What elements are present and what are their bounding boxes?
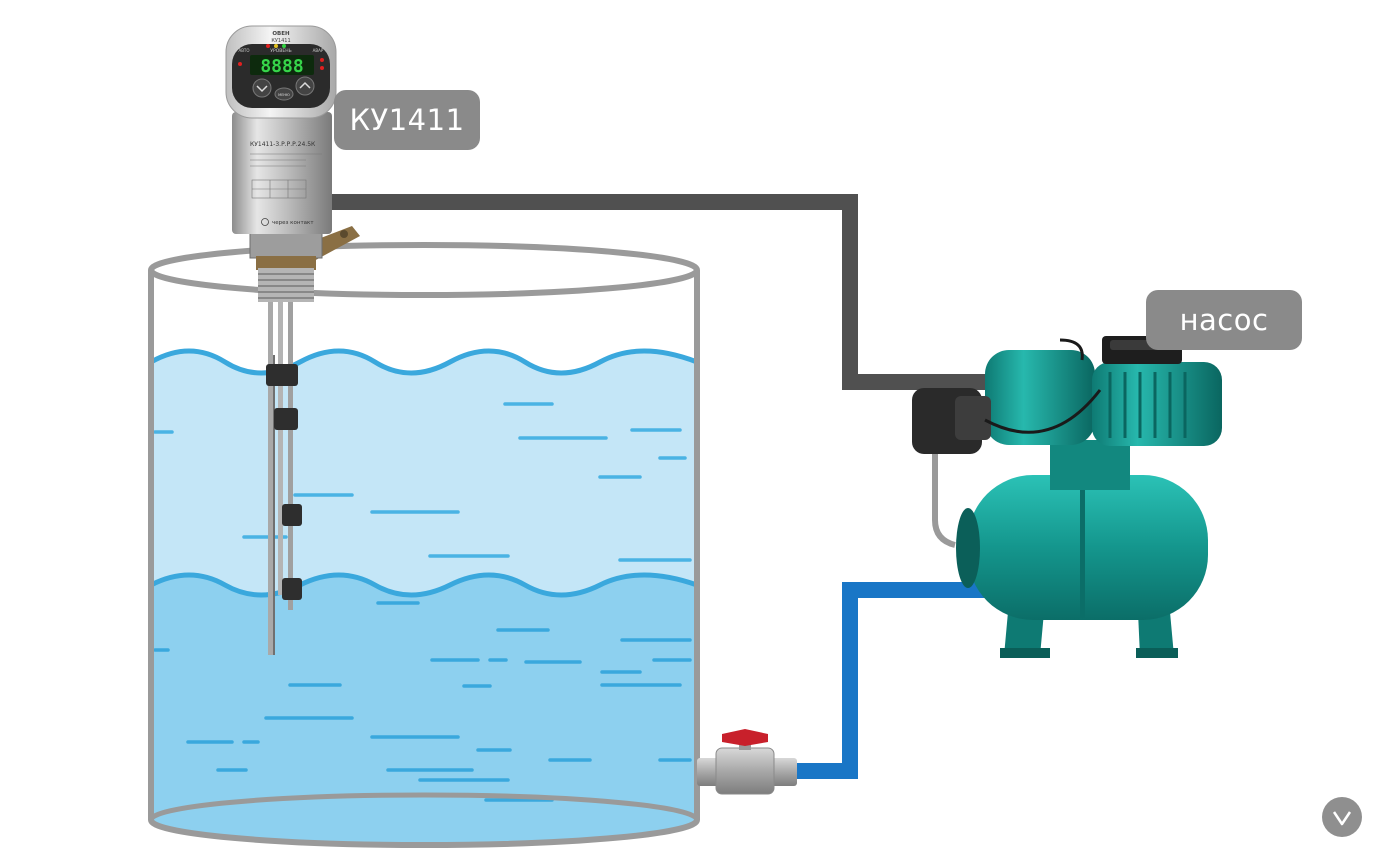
sensor-indicator-left: АВТО [238, 48, 249, 53]
ball-valve [697, 729, 797, 795]
signal-cable [330, 194, 985, 390]
sensor-display-value: 8888 [260, 56, 303, 77]
sensor-label: КУ1411 [334, 90, 480, 150]
level-sensor: 8888 ОВЕН КУ1411 УРОВЕНЬ АВТО АВАР МЕНЮ … [225, 25, 360, 302]
level-probe [266, 300, 302, 655]
water-ripples-lower [153, 601, 692, 802]
led-red [266, 44, 270, 48]
sensor-indicator-right: АВАР [313, 48, 324, 53]
water-tank [148, 242, 700, 848]
sensor-button-up [295, 76, 315, 96]
sensor-button-menu-label: МЕНЮ [278, 93, 290, 97]
sensor-body-model: КУ1411-3.Р.Р.Р.24.5К [250, 141, 316, 148]
pump-station [912, 336, 1222, 658]
sensor-mode: УРОВЕНЬ [270, 48, 291, 54]
probe-spacers [266, 364, 302, 600]
led-green [282, 44, 286, 48]
water-pipe [795, 582, 985, 779]
sensor-body-note: через контакт [272, 220, 314, 226]
sensor-brand: ОВЕН [272, 31, 290, 37]
next-slide-button[interactable] [1322, 797, 1362, 837]
water-ripples-upper [153, 402, 692, 562]
valve-handle [722, 729, 768, 746]
sensor-button-down [252, 78, 272, 98]
chevron-down-icon [256, 85, 268, 93]
water-volume [151, 348, 697, 845]
pump-label: насос [1146, 290, 1302, 350]
sensor-button-menu [274, 87, 294, 101]
sensor-body-table [250, 153, 322, 199]
chevron-down-icon [1332, 811, 1352, 826]
led-yellow [274, 44, 278, 48]
sensor-model-head: КУ1411 [271, 38, 290, 44]
chevron-up-icon [299, 81, 311, 89]
ground-icon [261, 218, 269, 226]
